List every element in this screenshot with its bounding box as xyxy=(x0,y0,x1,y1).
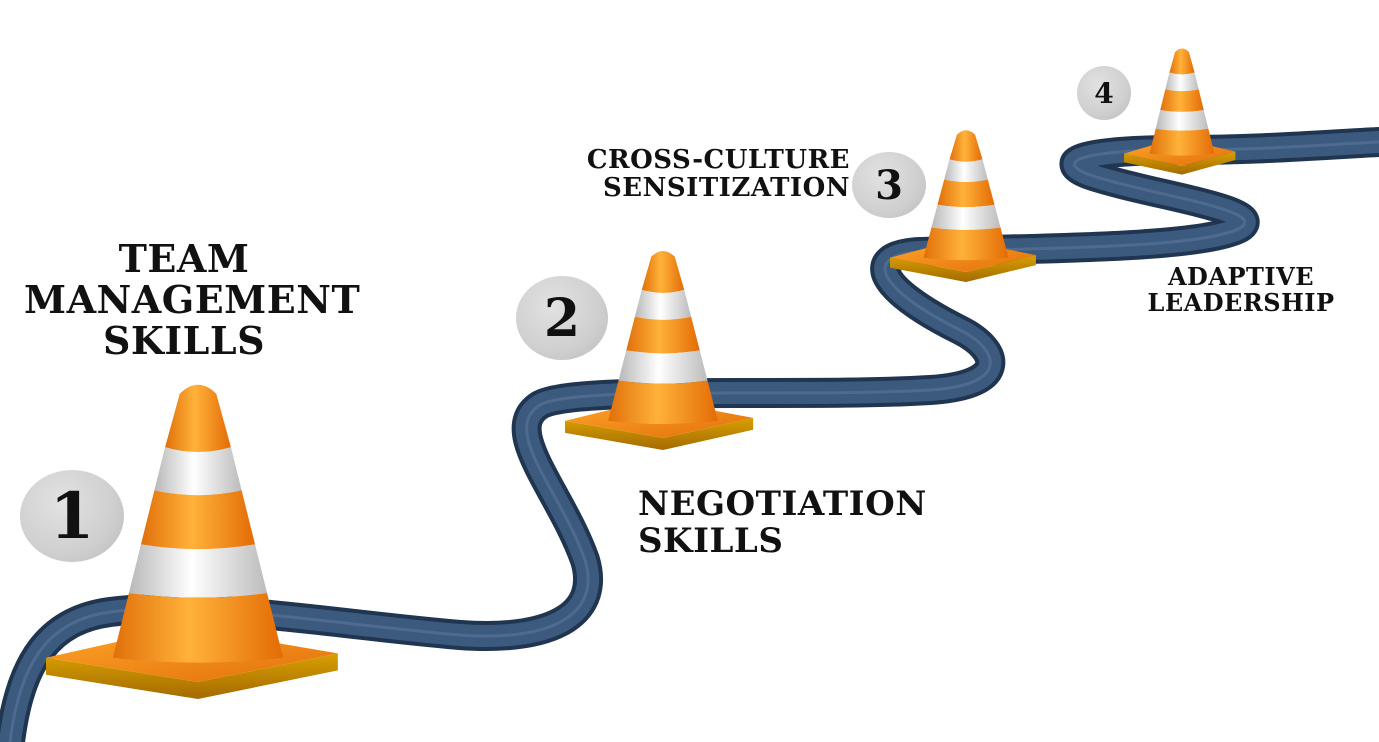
cone-white-stripe xyxy=(1155,110,1209,131)
cone-white-stripe xyxy=(931,204,1001,230)
step-4-number-badge: 4 xyxy=(1077,66,1131,120)
step-4-label-line-2: LEADERSHIP xyxy=(1147,287,1335,317)
traffic-cone-icon xyxy=(1124,48,1236,175)
step-3-label: CROSS-CULTURE SENSITIZATION xyxy=(578,146,850,202)
cone-white-stripe xyxy=(634,289,692,320)
step-2-label-line-1: NEGOTIATION xyxy=(638,484,927,524)
cone-orange-stripe xyxy=(923,227,1009,261)
cone-orange-stripe xyxy=(937,179,995,208)
step-2-label: NEGOTIATION SKILLS xyxy=(638,486,927,559)
cone-orange-stripe xyxy=(1160,89,1204,112)
cone-white-stripe xyxy=(944,159,988,182)
step-1-label-line-2: MANAGEMENT xyxy=(24,277,361,323)
cone-base-side xyxy=(46,653,338,699)
cone-orange-stripe xyxy=(949,130,983,162)
traffic-cone-icon xyxy=(890,130,1036,282)
traffic-cone-icon xyxy=(565,251,754,450)
traffic-cone-icon xyxy=(46,384,338,699)
cone-orange-stripe xyxy=(165,384,231,452)
cone-base-side xyxy=(1124,151,1236,175)
cone-orange-stripe xyxy=(112,593,284,663)
step-3-label-line-1: CROSS-CULTURE xyxy=(586,145,850,175)
step-4-label: ADAPTIVE LEADERSHIP xyxy=(1136,264,1346,316)
road-highlight xyxy=(8,140,1379,742)
step-2-label-line-2: SKILLS xyxy=(638,520,784,561)
cone-orange-stripe xyxy=(641,251,685,293)
cone-base-side xyxy=(890,255,1036,282)
cone-white-stripe xyxy=(1165,72,1199,92)
road-surface xyxy=(0,131,1379,742)
cone-white-stripe xyxy=(154,447,242,496)
step-1-label-line-3: SKILLS xyxy=(102,318,266,364)
step-1-number-badge: 1 xyxy=(20,470,124,562)
step-1-label: TEAM MANAGEMENT SKILLS xyxy=(24,236,361,364)
cone-orange-stripe xyxy=(608,380,718,424)
step-2-number-badge: 2 xyxy=(516,276,608,360)
step-1-label-line-1: TEAM xyxy=(118,236,250,281)
cone-orange-stripe xyxy=(140,490,256,550)
cone-white-stripe xyxy=(128,544,268,598)
step-3-number-badge: 3 xyxy=(852,152,926,218)
cone-orange-stripe xyxy=(626,316,700,354)
cone-base-side xyxy=(565,417,754,450)
cone-orange-stripe xyxy=(1149,128,1215,156)
cone-orange-stripe xyxy=(1169,48,1195,75)
cone-white-stripe xyxy=(618,350,708,384)
step-4-label-line-1: ADAPTIVE xyxy=(1167,262,1315,291)
step-3-label-line-2: SENSITIZATION xyxy=(603,173,850,204)
